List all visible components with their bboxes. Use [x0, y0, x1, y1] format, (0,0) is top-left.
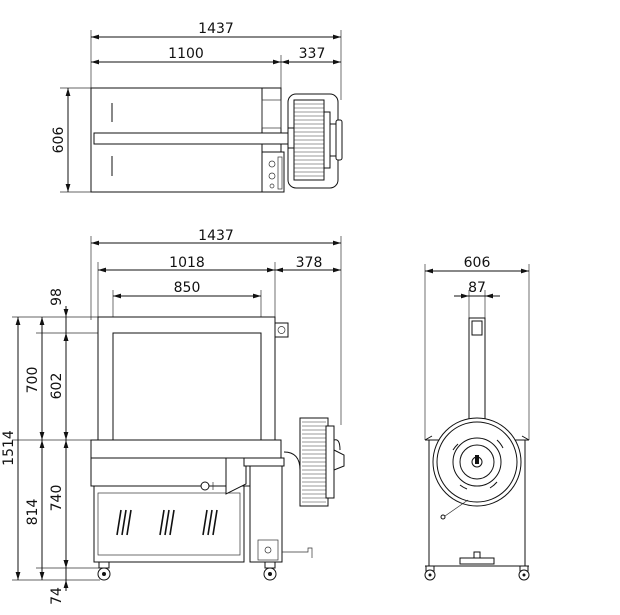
- front-coil-holder: [283, 417, 345, 507]
- dim-top-body-width: 1100: [168, 46, 204, 62]
- front-drive-unit: [225, 457, 247, 495]
- dim-front-table-height: 814: [25, 499, 41, 526]
- top-view: 1437 1100 337 606: [51, 21, 343, 193]
- front-view: 1437 1018 378 850 1514 700 814 98: [1, 228, 345, 605]
- front-lock-icon: [200, 481, 210, 491]
- front-table-top: [90, 439, 282, 459]
- side-view: 606 87: [424, 255, 530, 581]
- front-caster-right: [263, 561, 277, 581]
- top-strap-guide-bar: [93, 132, 291, 145]
- dim-top-coil-width: 337: [299, 46, 326, 62]
- dim-front-arch-inner-width: 850: [174, 280, 201, 296]
- front-arch-frame: [97, 316, 276, 441]
- dim-top-depth: 606: [51, 127, 67, 154]
- dim-front-top-offset: 98: [49, 288, 65, 306]
- dim-front-side-width: 378: [296, 255, 323, 271]
- side-foot-pedal: [459, 557, 495, 565]
- dim-front-arch-inner-height: 602: [49, 373, 65, 400]
- side-caster-right: [518, 565, 530, 581]
- dim-front-total-height: 1514: [1, 430, 17, 466]
- top-control-panel: [261, 151, 285, 193]
- dim-front-caster-height: 74: [49, 587, 65, 605]
- front-caster-left: [97, 561, 111, 581]
- dim-front-body-height: 740: [49, 485, 65, 512]
- dim-front-arch-height: 700: [25, 367, 41, 394]
- dim-front-overall-width: 1437: [198, 228, 234, 244]
- dim-side-arch-depth: 87: [468, 280, 486, 296]
- side-caster-left: [424, 565, 436, 581]
- front-lower-cabinet: [93, 485, 245, 563]
- front-vent-slots: [116, 509, 218, 536]
- dim-top-overall-width: 1437: [198, 21, 234, 37]
- front-arch-junction-box: [274, 322, 289, 338]
- dim-front-body-width: 1018: [169, 255, 205, 271]
- dim-side-overall-depth: 606: [464, 255, 491, 271]
